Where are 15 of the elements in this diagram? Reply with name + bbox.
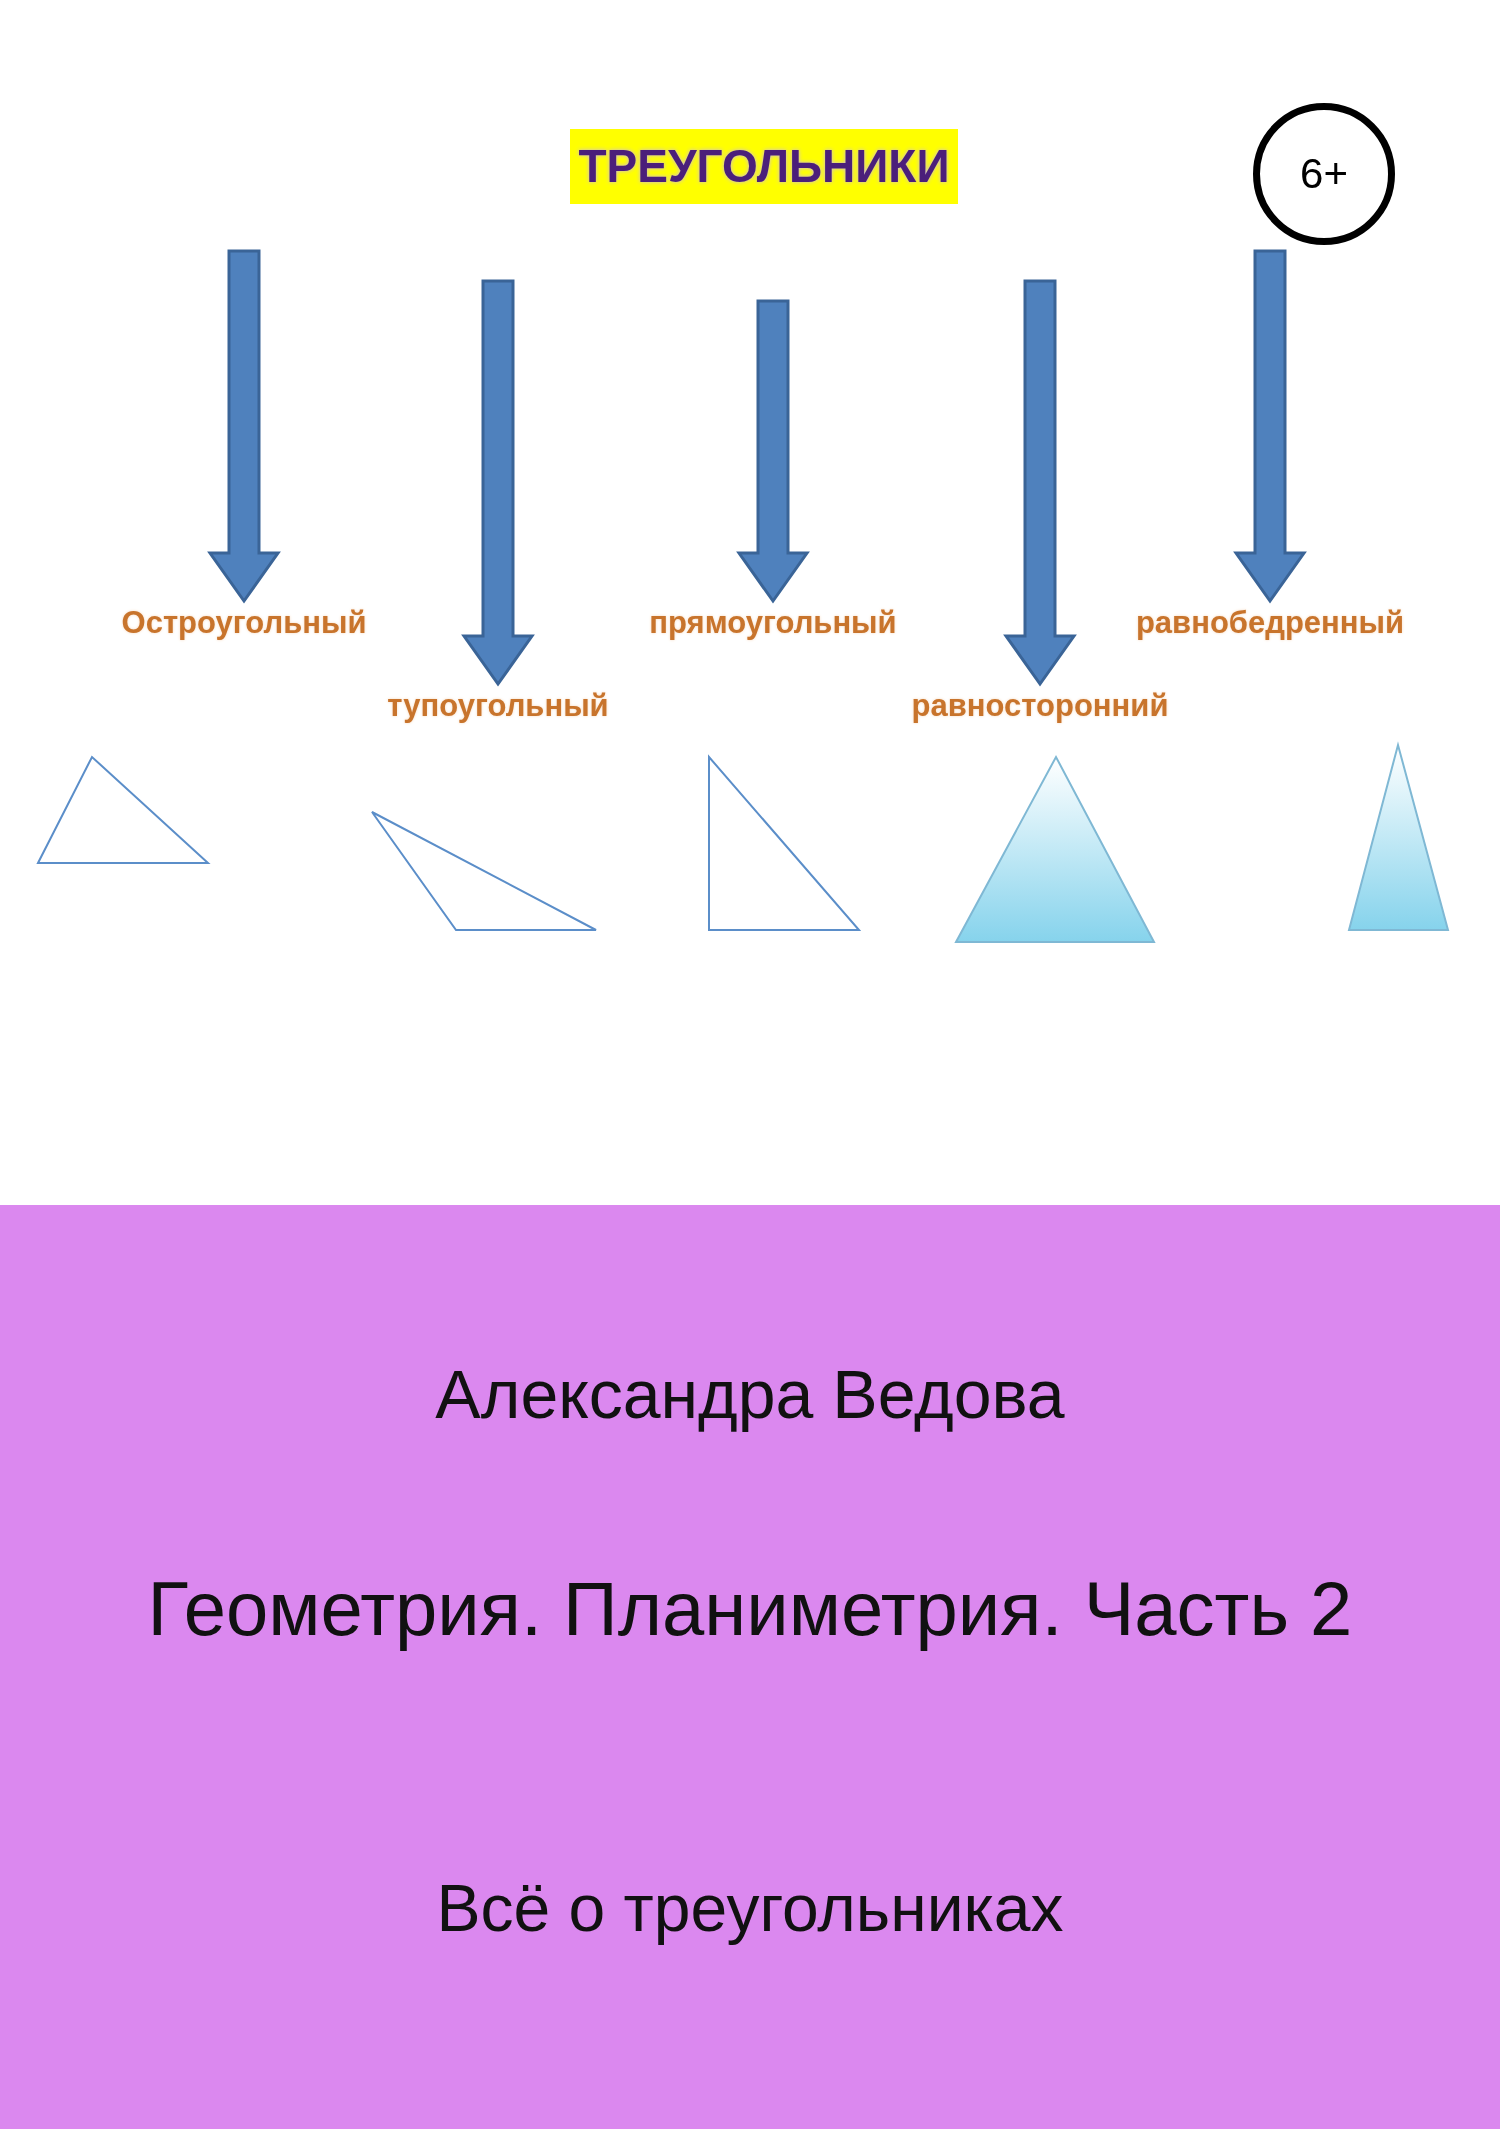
heading: ТРЕУГОЛЬНИКИ [570, 129, 958, 204]
block-arrow [461, 279, 535, 687]
category-label: Остроугольный [121, 605, 367, 641]
category-label: равнобедренный [1135, 605, 1405, 641]
block-arrow [1003, 279, 1077, 687]
age-rating-circle: 6+ [1253, 103, 1395, 245]
category-label: прямоугольный [649, 605, 897, 641]
block-arrow [207, 249, 281, 604]
subtitle: Всё о треугольниках [435, 1870, 1065, 1946]
block-arrow [1233, 249, 1307, 604]
author-name: Александра Ведова [434, 1355, 1066, 1433]
category-label: тупоугольный [387, 688, 609, 724]
category-label: равносторонний [911, 688, 1169, 724]
book-title: Геометрия. Планиметрия. Часть 2 [146, 1565, 1354, 1652]
block-arrow [736, 299, 810, 604]
